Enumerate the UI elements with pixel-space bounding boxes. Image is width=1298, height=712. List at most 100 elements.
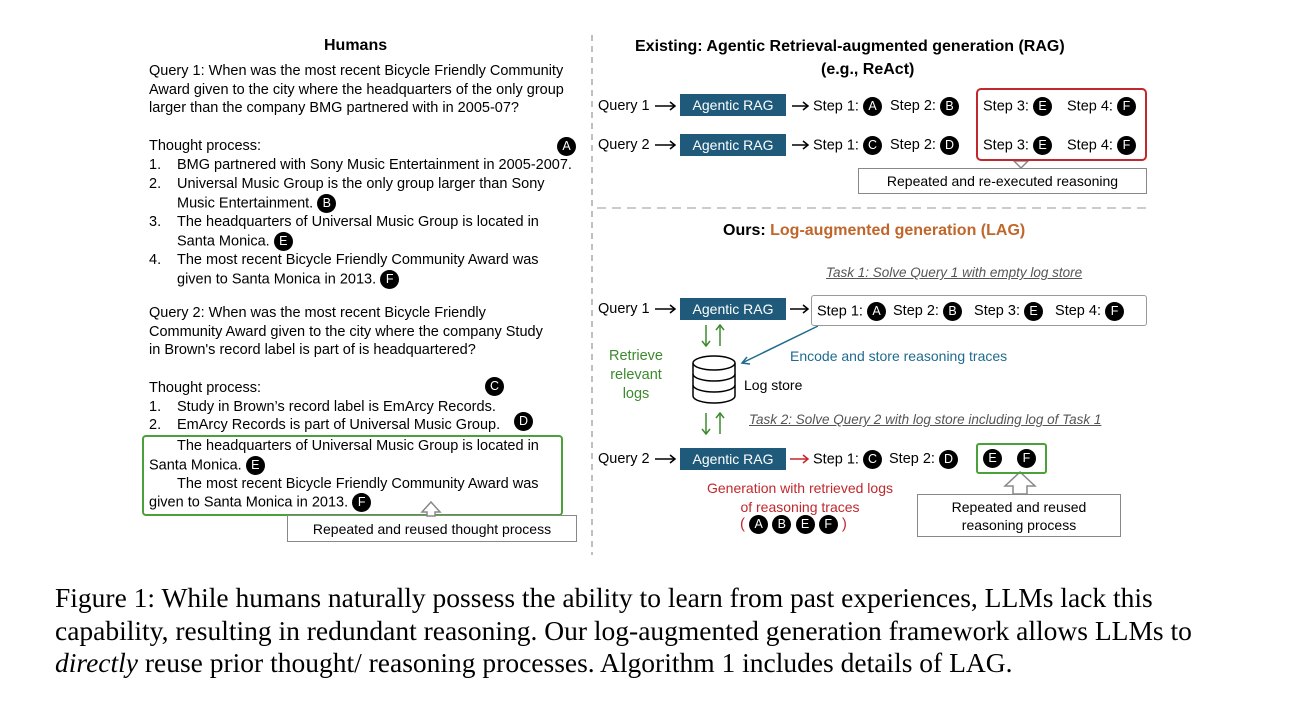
caption-text: reuse prior thought/ reasoning processes… (137, 647, 1013, 678)
marker-b: B (943, 302, 962, 321)
marker-f: F (818, 515, 838, 534)
marker-e: E (245, 456, 265, 475)
reused-process-label: Repeated and reused reasoning process (917, 498, 1121, 534)
existing-row2-step3: Step 3: E (983, 136, 1052, 155)
retrieve-line: relevant (610, 367, 662, 383)
marker-f: F (1017, 449, 1036, 468)
existing-query2-label: Query 2 (598, 137, 650, 153)
item-text: BMG partnered with Sony Music Entertainm… (177, 157, 572, 173)
item-number: 1. (149, 157, 162, 173)
item-text: Study in Brown’s record label is EmArcy … (177, 399, 496, 415)
ours-title: Ours: Log-augmented generation (LAG) (723, 222, 1025, 240)
marker-f: F (380, 270, 400, 289)
marker-e: E (1024, 302, 1044, 321)
generation-line: of reasoning traces (740, 498, 860, 515)
step-label: Step 2: (890, 98, 936, 115)
step-label: Step 4: (1067, 98, 1113, 115)
marker-c: C (862, 136, 882, 155)
marker-f: F (1116, 136, 1136, 155)
reused-process-line: reasoning process (961, 517, 1077, 533)
step-label: Step 1: (813, 137, 859, 154)
thought2-item-2: 2. EmArcy Records is part of Universal Mu… (149, 416, 500, 435)
item-number: 2. (149, 417, 162, 433)
encode-label: Encode and store reasoning traces (790, 348, 1008, 364)
item-text: Music Entertainment. (177, 195, 314, 212)
marker-a: A (866, 302, 886, 321)
marker-e: E (273, 232, 293, 251)
marker-a: A (557, 137, 576, 156)
retrieve-line: Retrieve (609, 348, 663, 364)
caption-emphasis: directly (55, 647, 138, 678)
marker-e: E (795, 515, 815, 534)
step-label: Step 1: (817, 303, 863, 320)
generation-label: Generation with retrieved logs of reason… (690, 479, 910, 516)
query1-line: Query 1: When was the most recent Bicycl… (149, 63, 564, 79)
step-label: Step 2: (890, 137, 936, 154)
query1-line: larger than the company BMG partnered wi… (149, 100, 519, 116)
reused-process-line: Repeated and reused (951, 499, 1087, 515)
marker-e: E (1032, 97, 1052, 116)
humans-title: Humans (324, 37, 388, 54)
marker-b: B (317, 194, 337, 213)
marker-a: A (862, 97, 882, 116)
reused-process-box (917, 494, 1121, 537)
thought1-item-4: 4.The most recent Bicycle Friendly Commu… (149, 251, 539, 270)
existing-title-line2: (e.g., ReAct) (821, 61, 915, 78)
task1-label: Task 1: Solve Query 1 with empty log sto… (826, 265, 1083, 280)
caption-text: Figure 1: While humans naturally possess… (55, 582, 1192, 646)
paren-close: ) (841, 515, 847, 533)
existing-row2-steps: Step 1: C Step 2: D (813, 136, 959, 155)
existing-row1-step3: Step 3: E (983, 97, 1052, 116)
agentic-rag-box: Agentic RAG (680, 298, 786, 320)
reused-text: given to Santa Monica in 2013. (149, 494, 349, 511)
existing-row1-steps: Step 1: A Step 2: B (813, 97, 959, 116)
ours-title-prefix: Ours: (723, 222, 766, 239)
retrieve-line: logs (622, 386, 650, 402)
query1-line: Award given to the city where the headqu… (149, 81, 564, 98)
existing-row1-step4: Step 4: F (1067, 97, 1136, 116)
generation-line: Generation with retrieved logs (707, 480, 893, 496)
marker-f: F (1116, 97, 1136, 116)
item-text: EmArcy Records is part of Universal Musi… (177, 417, 501, 433)
agentic-rag-box: Agentic RAG (680, 134, 786, 156)
step-label: Step 2: (889, 451, 935, 468)
thought1-item-4-cont: given to Santa Monica in 2013. F (177, 270, 400, 289)
log-store-label: Log store (744, 377, 803, 393)
item-number: 2. (149, 176, 162, 192)
marker-c: C (485, 377, 504, 396)
marker-b: B (772, 515, 792, 534)
query2-line: Community Award given to the city where … (149, 323, 543, 340)
task1-steps-box (811, 295, 1147, 326)
task1-steps: Step 1: A Step 2: B Step 3: E Step 4: F (817, 302, 1125, 321)
step-label: Step 3: (983, 137, 1029, 154)
reused-line-3: The most recent Bicycle Friendly Communi… (177, 476, 539, 492)
reused-line-2: Santa Monica. E (149, 456, 265, 475)
thought2-item-1: 1.Study in Brown’s record label is EmArc… (149, 398, 496, 417)
item-number: 3. (149, 214, 162, 230)
query2-line: in Brown's record label is part of is he… (149, 342, 476, 358)
marker-e: E (983, 449, 1002, 468)
marker-a: A (749, 515, 769, 534)
existing-row2-step4: Step 4: F (1067, 136, 1136, 155)
item-text: Santa Monica. (177, 233, 270, 250)
reused-text: Santa Monica. (149, 457, 242, 474)
marker-d: D (514, 412, 533, 431)
item-text: The headquarters of Universal Music Grou… (177, 214, 539, 230)
thought1-label: Thought process: (149, 138, 262, 154)
reused-thought-label: Repeated and reused thought process (312, 521, 552, 537)
step-label: Step 3: (983, 98, 1029, 115)
existing-title-line1: Existing: Agentic Retrieval-augmented ge… (635, 38, 1065, 55)
marker-b: B (940, 97, 959, 116)
marker-e: E (1032, 136, 1052, 155)
marker-d: D (940, 136, 959, 155)
query2-text: Query 2: When was the most recent Bicycl… (149, 304, 543, 360)
repeated-label: Repeated and re-executed reasoning (886, 173, 1119, 189)
existing-query1-label: Query 1 (598, 98, 650, 114)
thought1-item-2-cont: Music Entertainment. B (177, 194, 337, 213)
agentic-rag-box: Agentic RAG (680, 94, 786, 116)
ours-query1-label: Query 1 (598, 301, 650, 317)
ours-query2-label: Query 2 (598, 451, 650, 467)
thought1-item-1: 1. BMG partnered with Sony Music Entertai… (149, 156, 572, 175)
marker-f: F (352, 493, 372, 512)
